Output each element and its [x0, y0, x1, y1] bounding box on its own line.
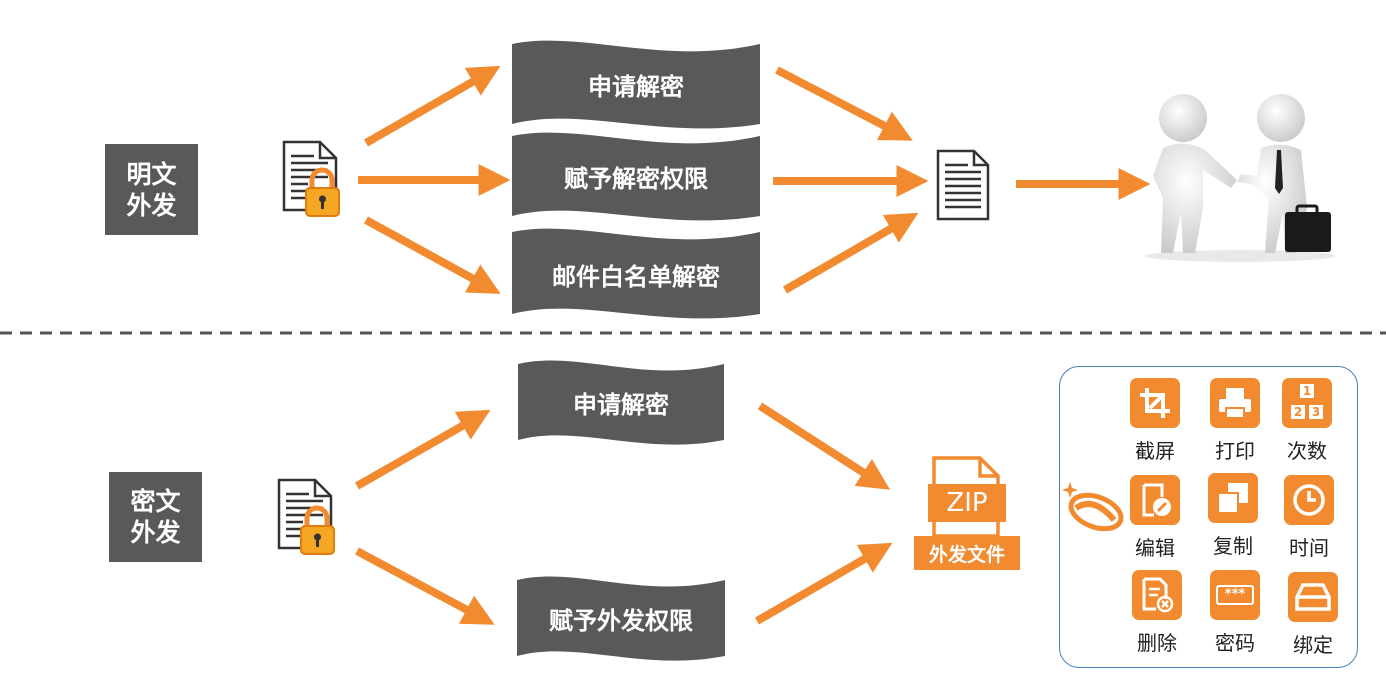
count-digit: 1 — [1300, 384, 1314, 398]
plain-label-line2: 外发 — [126, 190, 177, 220]
cipher-send-label: 密文 外发 — [109, 472, 202, 562]
step-label: 邮件白名单解密 — [552, 262, 720, 291]
crop-icon — [1130, 378, 1180, 428]
step-whitelist-decrypt: 邮件白名单解密 — [512, 224, 760, 324]
count-digit: 2 — [1291, 405, 1305, 419]
arrow-cipher-apply-to-zip — [757, 402, 891, 490]
locked-document-icon — [282, 140, 340, 217]
cipher-label-line1: 密文 — [130, 487, 181, 516]
delete-icon — [1132, 570, 1182, 620]
password-mask: *** — [1216, 585, 1254, 605]
permission-copy: 复制 — [1202, 473, 1264, 559]
permission-label: 删除 — [1137, 631, 1177, 655]
permission-label: 绑定 — [1293, 633, 1333, 657]
permission-time: 时间 — [1278, 475, 1340, 561]
permission-panel — [1059, 366, 1358, 668]
step-cipher-apply-decrypt: 申请解密 — [518, 356, 724, 448]
arrow-to-cipher-apply — [355, 409, 491, 490]
permission-bind: 绑定 — [1282, 572, 1344, 658]
orbit-sparkle-icon — [1062, 482, 1124, 532]
arrow-apply-to-doc — [775, 66, 913, 141]
permission-label: 密码 — [1215, 631, 1255, 655]
step-apply-decrypt: 申请解密 — [512, 36, 760, 132]
password-icon: *** — [1210, 570, 1260, 620]
permission-label: 打印 — [1215, 439, 1255, 463]
step-label: 申请解密 — [573, 390, 669, 419]
count-icon: 1 2 3 — [1282, 378, 1332, 428]
zip-caption: 外发文件 — [914, 536, 1020, 570]
plain-send-label: 明文 外发 — [105, 144, 198, 235]
permission-password: *** 密码 — [1204, 570, 1266, 656]
zip-file-icon — [928, 456, 1006, 536]
arrow-to-cipher-grant — [355, 547, 495, 625]
clock-icon — [1284, 475, 1334, 525]
permission-label: 次数 — [1287, 439, 1327, 463]
printer-icon — [1210, 378, 1260, 428]
arrow-whitelist-to-doc — [782, 212, 919, 294]
bind-icon — [1288, 572, 1338, 622]
copy-icon — [1208, 473, 1258, 523]
step-grant-decrypt: 赋予解密权限 — [512, 128, 760, 224]
zip-file: ZIP 外发文件 — [914, 456, 1020, 571]
permission-edit: 编辑 — [1124, 475, 1186, 561]
step-label: 赋予解密权限 — [564, 164, 708, 193]
zip-label: ZIP — [946, 488, 988, 518]
permission-label: 时间 — [1289, 536, 1329, 560]
step-label: 申请解密 — [588, 72, 684, 101]
permission-count: 1 2 3 次数 — [1276, 378, 1338, 464]
step-label: 赋予外发权限 — [549, 606, 693, 635]
document-icon — [936, 149, 990, 221]
permission-delete: 删除 — [1126, 570, 1188, 656]
step-grant-send: 赋予外发权限 — [517, 572, 725, 664]
permission-label: 截屏 — [1135, 439, 1175, 463]
permission-label: 复制 — [1213, 534, 1253, 558]
arrow-to-apply — [364, 65, 501, 147]
permission-label: 编辑 — [1135, 536, 1175, 560]
permission-screenshot: 截屏 — [1124, 378, 1186, 464]
arrow-to-whitelist — [364, 216, 501, 294]
plain-label-line1: 明文 — [126, 159, 177, 189]
handshake-people-illustration — [1145, 94, 1335, 262]
locked-document-icon — [277, 478, 335, 555]
cipher-label-line2: 外发 — [130, 518, 181, 547]
permission-print: 打印 — [1204, 378, 1266, 464]
arrow-cipher-grant-to-zip — [755, 542, 893, 625]
edit-icon — [1130, 475, 1180, 525]
count-digit: 3 — [1309, 405, 1323, 419]
